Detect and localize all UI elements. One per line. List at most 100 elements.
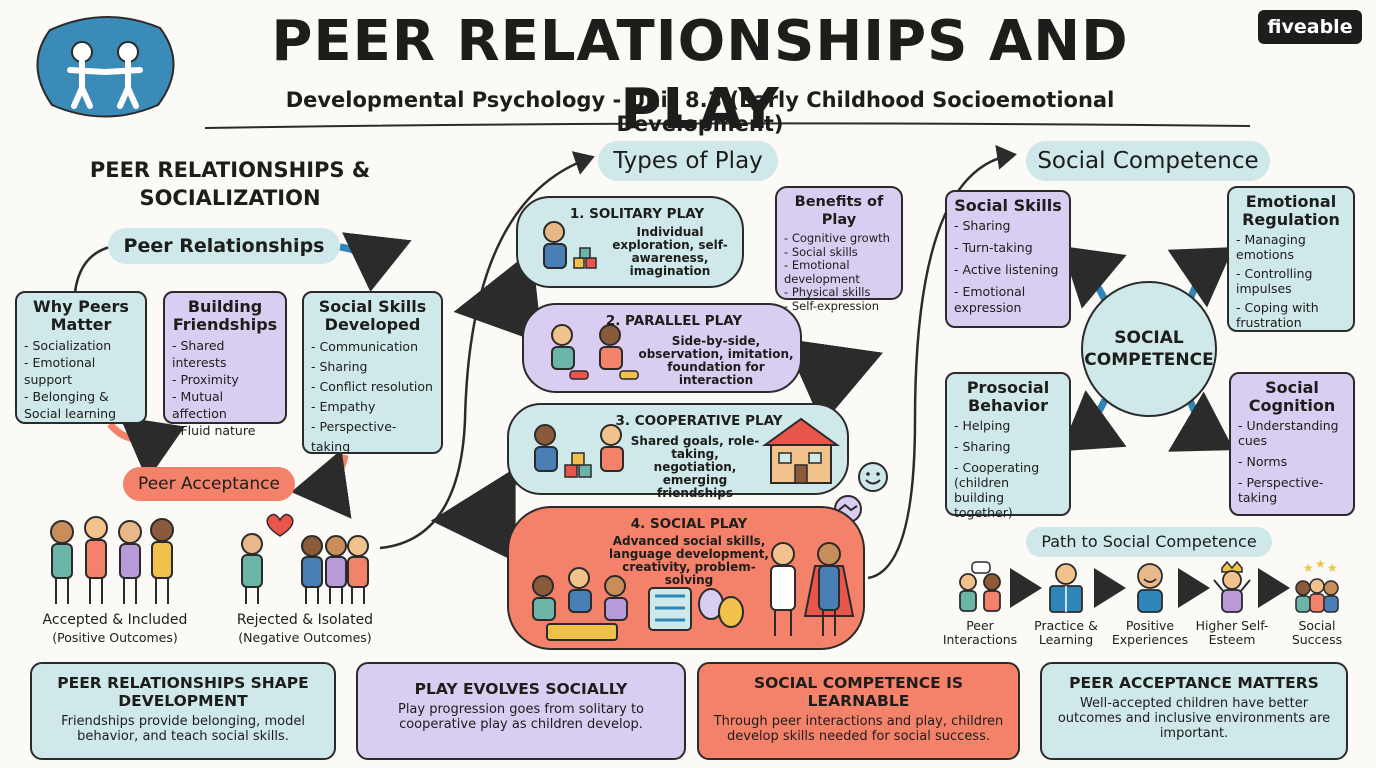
path-label: Practice & Learning bbox=[1034, 618, 1098, 647]
path-label: Peer Interactions bbox=[942, 618, 1018, 647]
skill-item: Perspective-taking bbox=[311, 417, 434, 457]
cognition-item: Understanding cues bbox=[1238, 418, 1346, 448]
skills-developed-title: Social Skills Developed bbox=[318, 297, 427, 334]
skill-item: Sharing bbox=[954, 218, 1062, 234]
stage-parallel: 2. PARALLEL PLAY Side-by-side, observati… bbox=[522, 303, 802, 393]
pretend-play-doctor-hero-icon bbox=[770, 542, 855, 636]
cognition-item: Norms bbox=[1238, 454, 1346, 469]
social-skills-title: Social Skills bbox=[954, 196, 1062, 215]
social-competence-center: SOCIAL COMPETENCE bbox=[1081, 281, 1217, 417]
takeaway-text: Play progression goes from solitary to c… bbox=[397, 702, 645, 732]
path-title-pill: Path to Social Competence bbox=[1026, 527, 1272, 557]
emotional-item: Coping with frustration bbox=[1236, 300, 1346, 330]
accepted-sub: (Positive Outcomes) bbox=[52, 630, 178, 645]
friendship-item: Shared interests bbox=[172, 337, 278, 371]
stage-title: 4. SOCIAL PLAY bbox=[630, 516, 748, 532]
friendships-box: Building Friendships Shared interests Pr… bbox=[163, 291, 287, 438]
svg-text:★: ★ bbox=[1327, 561, 1338, 575]
takeaway-title: PLAY EVOLVES SOCIALLY bbox=[414, 680, 628, 698]
stage-desc: Shared goals, role-taking, negotiation, … bbox=[630, 434, 760, 500]
path-label: Higher Self-Esteem bbox=[1195, 618, 1269, 647]
takeaway-text: Friendships provide belonging, model beh… bbox=[61, 714, 305, 744]
benefits-box: Benefits of Play Cognitive growth Social… bbox=[775, 186, 903, 312]
stage-desc: Side-by-side, observation, imitation, fo… bbox=[638, 334, 794, 387]
stage-social: 4. SOCIAL PLAY Advanced social skills, l… bbox=[507, 506, 865, 650]
takeaway-card: SOCIAL COMPETENCE IS LEARNABLE Through p… bbox=[697, 662, 1020, 760]
emotional-title: Emotional Regulation bbox=[1242, 192, 1340, 229]
self-esteem-icon bbox=[1213, 560, 1251, 613]
why-item: Socialization bbox=[24, 337, 138, 354]
rejected-label: Rejected & Isolated bbox=[236, 612, 374, 628]
parallel-children-icon bbox=[551, 324, 639, 380]
benefit-item: Emotional development bbox=[784, 258, 894, 286]
friendships-title: Building Friendships bbox=[172, 297, 278, 334]
why-item: Emotional support bbox=[24, 354, 138, 388]
why-peers-box: Why Peers Matter Socialization Emotional… bbox=[15, 291, 147, 424]
cooperative-children-icon bbox=[534, 424, 624, 478]
social-competence-pill: Social Competence bbox=[1026, 141, 1270, 181]
path-step: Practice & Learning bbox=[1024, 560, 1108, 647]
types-of-play-pill: Types of Play bbox=[598, 141, 778, 181]
stage-title: 1. SOLITARY PLAY bbox=[569, 206, 705, 222]
path-label: Social Success bbox=[1291, 618, 1343, 647]
prosocial-title: Prosocial Behavior bbox=[966, 378, 1050, 415]
benefit-item: Self-expression bbox=[784, 299, 894, 314]
benefits-title: Benefits of Play bbox=[794, 194, 884, 228]
skill-item: Sharing bbox=[311, 357, 434, 377]
takeaway-card: PEER RELATIONSHIPS SHAPE DEVELOPMENT Fri… bbox=[30, 662, 336, 760]
social-cognition-box: Social Cognition Understanding cues Norm… bbox=[1229, 372, 1355, 516]
dollhouse-icon bbox=[761, 417, 841, 484]
prosocial-item: Cooperating (children building together) bbox=[954, 460, 1062, 520]
why-peers-title: Why Peers Matter bbox=[33, 297, 129, 334]
peer-relationships-pill: Peer Relationships bbox=[108, 228, 340, 264]
takeaway-title: SOCIAL COMPETENCE IS LEARNABLE bbox=[753, 674, 964, 710]
board-game-and-masks-icon bbox=[648, 587, 744, 631]
skill-item: Turn-taking bbox=[954, 240, 1062, 256]
path-step: Higher Self-Esteem bbox=[1190, 560, 1274, 647]
stage-solitary: 1. SOLITARY PLAY Individual exploration,… bbox=[516, 196, 744, 288]
skill-item: Emotional expression bbox=[954, 284, 1062, 316]
prosocial-box: Prosocial Behavior Helping Sharing Coope… bbox=[945, 372, 1071, 520]
emotional-item: Controlling impulses bbox=[1236, 266, 1346, 296]
emotional-regulation-box: Emotional Regulation Managing emotions C… bbox=[1227, 186, 1355, 332]
stage-desc: Individual exploration, self-awareness, … bbox=[612, 225, 728, 278]
brand-logo: fiveable bbox=[1258, 10, 1362, 44]
social-skills-developed-box: Social Skills Developed Communication Sh… bbox=[302, 291, 443, 454]
social-success-icon: ★★★ bbox=[1295, 560, 1339, 613]
logo-blob-icon bbox=[30, 10, 180, 120]
takeaway-text: Through peer interactions and play, chil… bbox=[713, 714, 1004, 744]
benefit-item: Social skills bbox=[784, 245, 894, 260]
peer-acceptance-pill: Peer Acceptance bbox=[123, 467, 295, 501]
path-step: ★★★ Social Success bbox=[1275, 560, 1359, 647]
why-item: Belonging & Social learning bbox=[24, 388, 138, 422]
cognition-item: Perspective-taking bbox=[1238, 475, 1346, 505]
page-subtitle: Developmental Psychology - Unit 8.3 (Ear… bbox=[285, 88, 1115, 136]
stage-cooperative: 3. COOPERATIVE PLAY Shared goals, role-t… bbox=[507, 403, 849, 500]
left-heading: PEER RELATIONSHIPS & SOCIALIZATION bbox=[89, 158, 371, 210]
benefit-item: Cognitive growth bbox=[784, 231, 894, 246]
accepted-label: Accepted & Included bbox=[42, 612, 188, 628]
accepted-children-icon bbox=[50, 516, 174, 604]
practice-learning-icon bbox=[1049, 563, 1083, 613]
peer-interactions-icon bbox=[959, 561, 1001, 612]
emotional-item: Managing emotions bbox=[1236, 232, 1346, 262]
stage-title: 2. PARALLEL PLAY bbox=[605, 313, 743, 329]
smiley-face-icon bbox=[858, 462, 888, 492]
takeaway-text: Well-accepted children have better outco… bbox=[1057, 696, 1331, 741]
takeaway-card: PEER ACCEPTANCE MATTERS Well-accepted ch… bbox=[1040, 662, 1348, 760]
svg-text:★: ★ bbox=[1315, 560, 1326, 571]
page-title: PEER RELATIONSHIPS AND PLAY bbox=[271, 9, 1129, 142]
prosocial-item: Helping bbox=[954, 418, 1062, 433]
path-step: Positive Experiences bbox=[1108, 560, 1192, 647]
skill-item: Communication bbox=[311, 337, 434, 357]
stage-title: 3. COOPERATIVE PLAY bbox=[615, 413, 783, 429]
takeaway-card: PLAY EVOLVES SOCIALLY Play progression g… bbox=[356, 662, 686, 760]
rejected-sub: (Negative Outcomes) bbox=[238, 630, 372, 645]
svg-text:★: ★ bbox=[1303, 561, 1314, 575]
social-play-children-icon bbox=[532, 567, 628, 641]
prosocial-item: Sharing bbox=[954, 439, 1062, 454]
skill-item: Empathy bbox=[311, 397, 434, 417]
stage-desc: Advanced social skills, language develop… bbox=[608, 534, 769, 587]
rejected-children-icon bbox=[241, 513, 369, 604]
